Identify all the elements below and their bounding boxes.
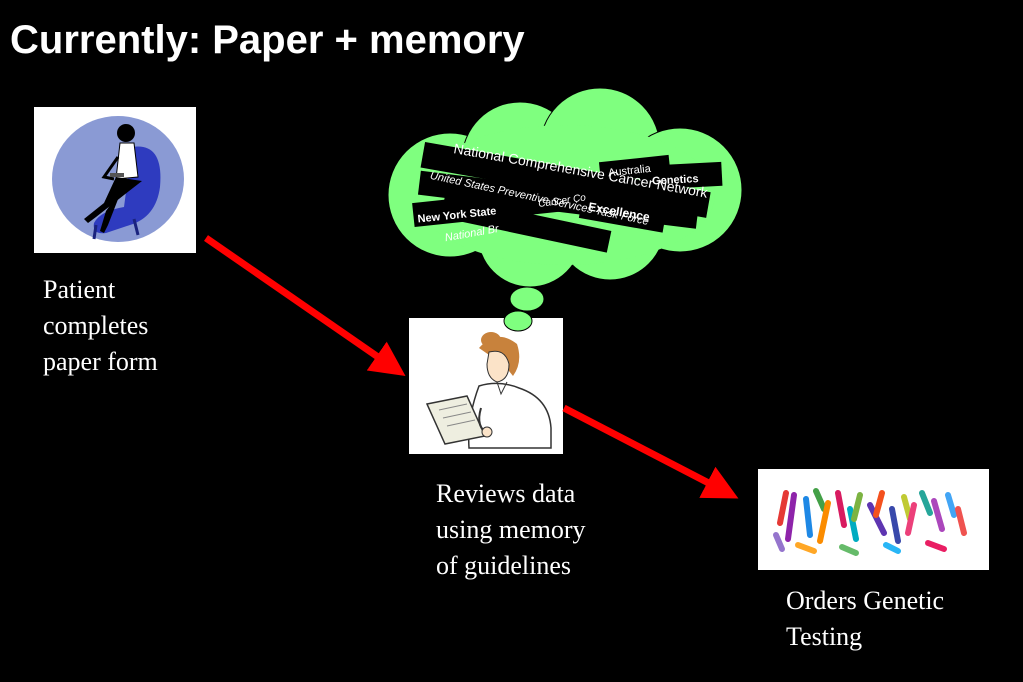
orders-caption: Orders Genetic Testing	[786, 583, 944, 655]
guideline-banners: National Comprehensive Cancer Network Un…	[412, 140, 723, 253]
caption-line: Reviews data	[436, 479, 576, 508]
caption-line: Testing	[786, 622, 863, 651]
caption-line: completes	[43, 311, 149, 340]
guideline-genetics: Genetics	[652, 173, 699, 187]
arrow-patient-to-reviewer	[204, 235, 406, 376]
chromosomes-illustration	[758, 469, 989, 570]
guideline-australia: Australia	[608, 163, 653, 179]
reviewer-illustration	[409, 318, 563, 454]
slide-title: Currently: Paper + memory	[10, 18, 525, 62]
arrow-reviewer-to-orders	[562, 404, 739, 499]
caption-line: using memory	[436, 515, 586, 544]
caption-line: Patient	[43, 275, 116, 304]
reviewer-caption: Reviews data using memory of guidelines	[436, 476, 586, 584]
caption-line: Orders Genetic	[786, 586, 945, 615]
caption-line: paper form	[43, 347, 158, 376]
patient-caption: Patient completes paper form	[43, 272, 158, 380]
caption-line: of guidelines	[436, 551, 572, 580]
patient-illustration	[34, 107, 196, 253]
